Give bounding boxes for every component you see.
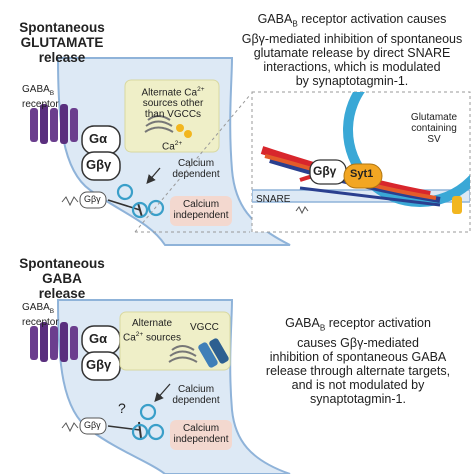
top-calcium-dependent-b: dependent xyxy=(172,169,220,180)
bottom-calcium-dependent-a: Calcium xyxy=(177,384,215,395)
top-small-gbg-shape xyxy=(79,191,107,209)
top-calcium-independent: Calcium independent xyxy=(172,199,230,221)
top-alt-sources-a: Alternate Ca xyxy=(141,87,198,99)
top-alt-sources-sup: 2+ xyxy=(197,86,205,93)
top-gbg-label: Gβγ xyxy=(86,157,112,172)
top-alt-sources-label: Alternate Ca2+ sources other than VGCCs xyxy=(128,84,218,120)
bottom-question-mark: ? xyxy=(118,400,126,416)
top-ca-label: Ca2+ xyxy=(162,138,182,152)
bottom-calcium-independent: Calcium independent xyxy=(172,423,230,445)
top-vesicle-1 xyxy=(116,183,134,201)
bottom-calcium-dependent-b: dependent xyxy=(172,395,220,406)
top-inset-glutamate-c: SV xyxy=(427,134,441,145)
top-alt-sources-b: sources other xyxy=(142,98,204,110)
bottom-title: Spontaneous GABA release xyxy=(2,256,122,301)
bottom-alt-sources-c: sources xyxy=(143,332,181,344)
top-indep-box xyxy=(170,196,232,226)
top-inset-glutamate-label: Glutamate containing SV xyxy=(402,112,466,145)
top-calcium-dependent: Calcium dependent xyxy=(166,158,226,180)
top-receptor-label: GABAB receptor xyxy=(22,84,59,110)
top-small-gbg-label: Gβγ xyxy=(84,194,101,204)
top-desc-line3: glutamate release by direct SNARE xyxy=(253,45,451,60)
top-inset-gbg-label: Gβγ xyxy=(313,164,337,178)
top-inset-syt1-shape xyxy=(343,163,383,189)
bottom-small-gbg-shape xyxy=(79,417,107,435)
bottom-receptor-label-sub: B xyxy=(49,308,55,315)
top-receptor-label-sub: B xyxy=(49,90,55,97)
top-inset-snare-label: SNARE xyxy=(256,194,291,205)
bottom-receptor-label: GABAB receptor xyxy=(22,302,59,328)
top-ca-sup: 2+ xyxy=(174,140,183,147)
bottom-alt-sources-b: Ca xyxy=(122,332,136,344)
bottom-small-gbg-label: Gβγ xyxy=(84,420,101,430)
bottom-alt-sources-sup: 2+ xyxy=(135,331,144,338)
bottom-gbg-label: Gβγ xyxy=(86,357,112,372)
bottom-vgcc-label: VGCC xyxy=(190,322,219,333)
top-desc-a: GABA xyxy=(257,12,293,26)
top-vesicle-2 xyxy=(131,201,149,219)
top-galpha-label: Gα xyxy=(89,131,108,146)
top-alt-sources-box xyxy=(124,79,220,153)
top-inhibition-arrow xyxy=(107,199,141,211)
bottom-vesicle-2 xyxy=(131,423,149,441)
bottom-desc-sub: B xyxy=(319,323,326,333)
top-desc-sub: B xyxy=(292,19,298,29)
bottom-desc-line3: inhibition of spontaneous GABA xyxy=(269,349,447,364)
top-title: Spontaneous GLUTAMATE release xyxy=(2,20,122,65)
bottom-title-line1: Spontaneous xyxy=(19,256,105,271)
bottom-desc-line2: causes Gβγ-mediated xyxy=(297,335,419,350)
bottom-vgcc-icon xyxy=(198,338,229,368)
bottom-alt-sources-box xyxy=(119,311,231,371)
top-alt-sources-c: than VGCCs xyxy=(144,109,202,121)
bottom-description: GABAB receptor activation causes Gβγ-med… xyxy=(246,316,470,406)
bottom-vesicle-3 xyxy=(147,423,165,441)
top-desc-line5: by synaptotagmin-1. xyxy=(295,73,409,88)
top-inset-syt1-label: Syt1 xyxy=(350,168,374,180)
top-calcium-independent-b: independent xyxy=(173,210,229,221)
top-er-icon xyxy=(144,115,174,133)
bottom-indep-box xyxy=(170,420,232,450)
top-vesicle-3 xyxy=(147,199,165,217)
top-ca-text: Ca xyxy=(162,141,175,153)
top-desc-line2: Gβγ-mediated inhibition of spontaneous xyxy=(241,31,463,46)
bottom-calcium-independent-a: Calcium xyxy=(182,423,220,434)
top-desc-line4: interactions, which is modulated xyxy=(263,59,441,74)
bottom-calcium-dependent: Calcium dependent xyxy=(166,384,226,406)
top-description: GABAB receptor activation causes Gβγ-med… xyxy=(232,12,472,88)
bottom-gabab-receptor xyxy=(30,322,78,362)
bottom-galpha-label: Gα xyxy=(89,331,108,346)
top-calcium-dependent-a: Calcium xyxy=(177,158,215,169)
bottom-desc-line5: and is not modulated by xyxy=(291,377,425,392)
bottom-alt-sources-label: Alternate Ca2+ sources xyxy=(122,318,182,343)
top-inset-glutamate-b: containing xyxy=(411,123,457,134)
top-gbg-shape xyxy=(81,151,121,181)
top-gabab-receptor xyxy=(30,104,78,144)
bottom-calcium-independent-b: independent xyxy=(173,434,229,445)
top-receptor-label-b: receptor xyxy=(22,99,59,110)
top-desc-b: receptor activation causes xyxy=(297,12,447,26)
bottom-title-line2: GABA xyxy=(42,271,82,286)
bottom-desc-line4: release through alternate targets, xyxy=(265,363,451,378)
bottom-alt-sources-a: Alternate xyxy=(131,318,173,329)
top-title-line1: Spontaneous xyxy=(19,20,105,35)
bottom-desc-line6: synaptotagmin-1. xyxy=(310,391,406,406)
top-calcium-independent-a: Calcium xyxy=(182,199,220,210)
top-receptor-label-a: GABA xyxy=(22,84,50,95)
bottom-receptor-label-b: receptor xyxy=(22,317,59,328)
top-title-line3: release xyxy=(38,50,86,65)
bottom-desc-a: GABA xyxy=(285,316,320,330)
bottom-vesicle-1 xyxy=(139,403,157,421)
bottom-desc-b: receptor activation xyxy=(325,316,431,330)
bottom-receptor-label-a: GABA xyxy=(22,302,50,313)
top-inset-glutamate-a: Glutamate xyxy=(410,112,458,123)
bottom-title-line3: release xyxy=(38,286,86,301)
top-title-line2: GLUTAMATE xyxy=(20,35,104,50)
